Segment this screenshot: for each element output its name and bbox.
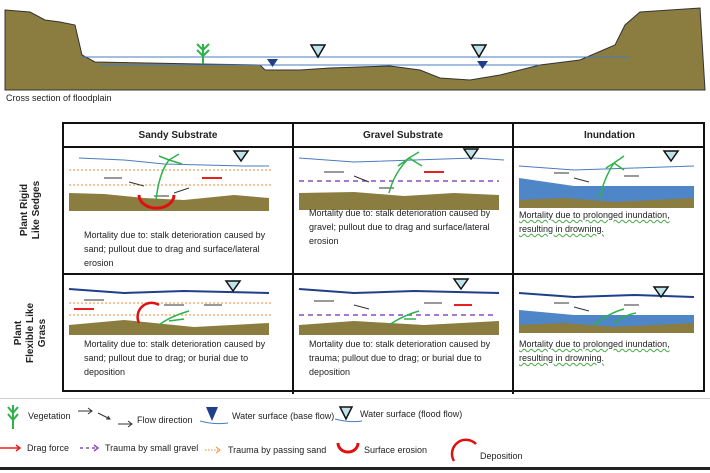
flood-flow-marker-icon bbox=[470, 44, 488, 59]
legend-drag: Drag force bbox=[27, 443, 70, 453]
base-flow-water-icon bbox=[199, 407, 229, 425]
legend-flow: Flow direction bbox=[137, 415, 193, 425]
deposition-icon bbox=[450, 438, 477, 462]
legend: Vegetation Flow direction Water surface … bbox=[0, 398, 710, 470]
cell-flexible-gravel: Mortality due to: stalk deterioration ca… bbox=[294, 275, 514, 394]
row-label-flexible: Plant Flexible Like Grass bbox=[13, 302, 48, 363]
base-flow-marker-icon bbox=[267, 59, 278, 67]
passing-sand-icon bbox=[205, 446, 221, 454]
legend-sand: Trauma by passing sand bbox=[228, 445, 327, 455]
mortality-table: Sandy Substrate Gravel Substrate Inundat… bbox=[62, 122, 705, 394]
drag-force-icon bbox=[0, 444, 22, 452]
cell-text: Mortality due to: stalk deterioration ca… bbox=[309, 208, 491, 246]
cell-text: Mortality due to: stalk deterioration ca… bbox=[309, 339, 491, 377]
flow-direction-icon bbox=[78, 407, 133, 428]
cell-text: Mortality due to prolonged inundation, r… bbox=[519, 339, 670, 363]
flood-flow-water-icon bbox=[334, 406, 363, 423]
base-flow-marker-icon bbox=[477, 61, 488, 69]
cell-text: Mortality due to prolonged inundation, r… bbox=[519, 210, 670, 234]
row-label-rigid: Plant Rigid Like Sedges bbox=[19, 180, 42, 239]
column-header-gravel: Gravel Substrate bbox=[294, 124, 514, 148]
legend-flood-flow: Water surface (flood flow) bbox=[360, 409, 463, 419]
cross-section-caption: Cross section of floodplain bbox=[6, 93, 112, 103]
legend-erosion: Surface erosion bbox=[364, 445, 428, 455]
legend-deposition: Deposition bbox=[480, 451, 523, 461]
cell-text: Mortality due to: stalk deterioration ca… bbox=[84, 230, 266, 268]
cell-flexible-sandy: Mortality due to: stalk deterioration ca… bbox=[64, 275, 294, 394]
legend-vegetation: Vegetation bbox=[28, 411, 71, 421]
surface-erosion-icon bbox=[336, 442, 360, 454]
legend-base-flow: Water surface (base flow) bbox=[232, 411, 335, 421]
column-header-inundation: Inundation bbox=[514, 124, 705, 148]
small-gravel-icon bbox=[80, 444, 100, 452]
column-header-sandy: Sandy Substrate bbox=[64, 124, 294, 148]
floodplain-cross-section bbox=[4, 7, 706, 91]
vegetation-icon bbox=[7, 405, 19, 429]
flood-flow-marker-icon bbox=[309, 44, 327, 59]
cell-rigid-gravel: Mortality due to: stalk deterioration ca… bbox=[294, 148, 514, 275]
cell-rigid-sandy: Mortality due to: stalk deterioration ca… bbox=[64, 148, 294, 275]
cell-flexible-inundation: Mortality due to prolonged inundation, r… bbox=[514, 275, 705, 394]
cell-text: Mortality due to: stalk deterioration ca… bbox=[84, 339, 266, 377]
cell-rigid-inundation: Mortality due to prolonged inundation, r… bbox=[514, 148, 705, 275]
vegetation-icon bbox=[196, 43, 210, 64]
legend-gravel: Trauma by small gravel bbox=[105, 443, 199, 453]
